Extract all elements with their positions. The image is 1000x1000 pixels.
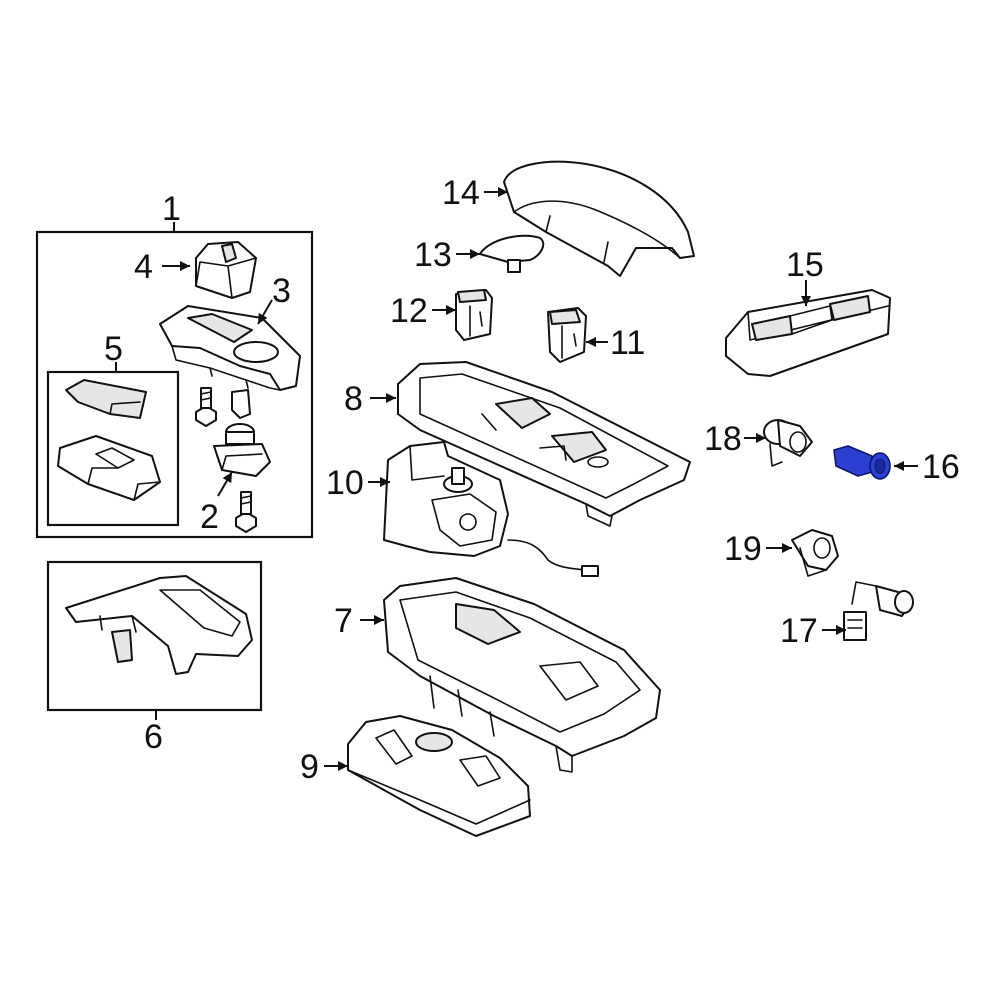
callout-5[interactable]: 5 [104, 330, 123, 368]
callout-11[interactable]: 11 [610, 324, 645, 362]
part-8-console-top[interactable] [397, 361, 691, 527]
callout-10[interactable]: 10 [326, 464, 364, 502]
part-9-base-bracket[interactable] [347, 715, 531, 837]
part-5-pad[interactable] [65, 379, 147, 419]
part-6-trim-panel[interactable] [65, 575, 253, 675]
part-2-shift-mechanism[interactable] [213, 423, 271, 477]
callout-6[interactable]: 6 [144, 718, 163, 756]
part-16-highlighted-socket[interactable] [833, 445, 891, 480]
callout-2[interactable]: 2 [200, 498, 219, 536]
bolt-upper[interactable] [195, 387, 217, 427]
part-13-button-cap[interactable] [479, 234, 545, 273]
callout-16[interactable]: 16 [922, 448, 960, 486]
part-11-switch[interactable] [547, 307, 587, 363]
callout-18[interactable]: 18 [704, 420, 742, 458]
leader-2 [217, 471, 233, 497]
part-5-tray[interactable] [57, 435, 161, 501]
callout-3[interactable]: 3 [272, 272, 291, 310]
callout-12[interactable]: 12 [390, 292, 428, 330]
part-7-console-body[interactable] [383, 577, 661, 773]
part-10-shifter-assembly[interactable] [383, 441, 599, 577]
part-12-switch[interactable] [455, 289, 493, 341]
clip-bracket[interactable] [231, 389, 251, 419]
part-18-socket[interactable] [763, 419, 813, 467]
callout-7[interactable]: 7 [334, 602, 353, 640]
part-15-switch-panel[interactable] [725, 289, 891, 377]
part-17-socket-harness[interactable] [843, 581, 914, 641]
part-14-armrest-lid[interactable] [503, 160, 695, 277]
callout-9[interactable]: 9 [300, 748, 319, 786]
callout-15[interactable]: 15 [786, 246, 824, 284]
part-19-bracket[interactable] [791, 529, 839, 577]
callout-19[interactable]: 19 [724, 530, 762, 568]
callout-1[interactable]: 1 [162, 190, 181, 228]
part-4-shift-boot[interactable] [195, 241, 257, 299]
callout-13[interactable]: 13 [414, 236, 452, 274]
callout-4[interactable]: 4 [134, 248, 153, 286]
group-box-6 [46, 560, 263, 712]
bolt-lower[interactable] [235, 491, 257, 533]
callout-14[interactable]: 14 [442, 174, 480, 212]
callout-8[interactable]: 8 [344, 380, 363, 418]
group-box-5 [46, 370, 180, 527]
leader-3 [257, 299, 273, 325]
callout-17[interactable]: 17 [780, 612, 818, 650]
part-3-shifter-bezel[interactable] [159, 305, 301, 391]
